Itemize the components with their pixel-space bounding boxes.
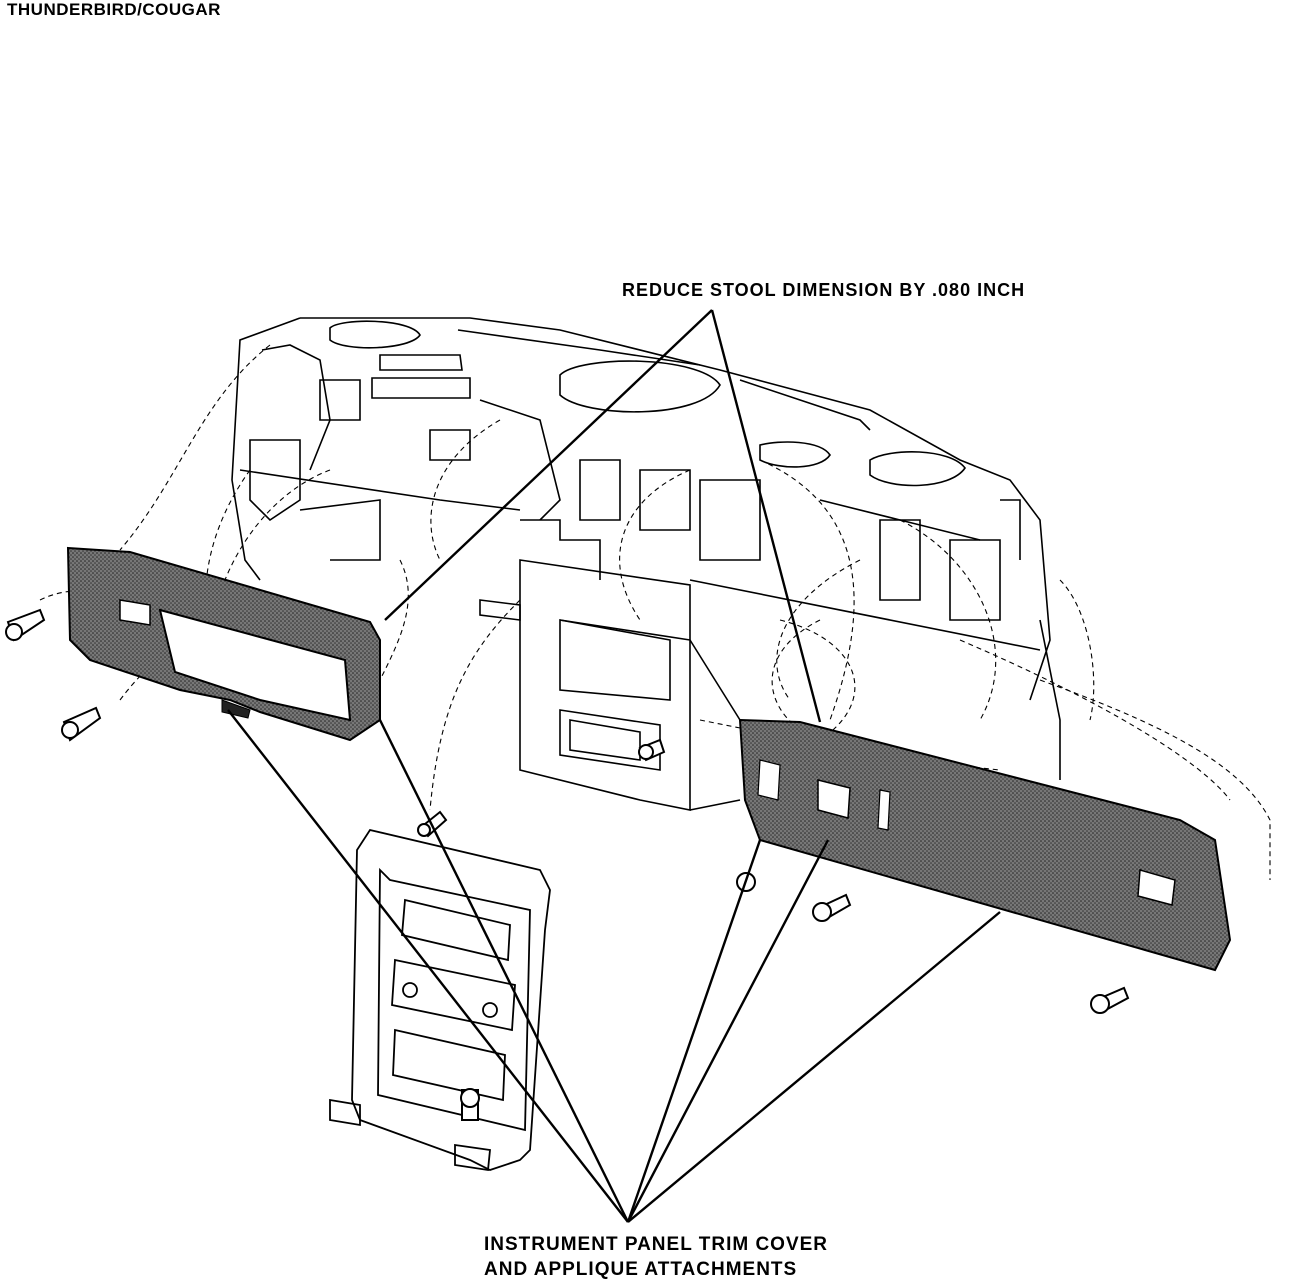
- screw-right-3: [1090, 986, 1130, 1014]
- screw-left-lower: [61, 706, 102, 742]
- screw-right-2: [812, 893, 852, 922]
- trim-cover-callout-line1: INSTRUMENT PANEL TRIM COVER: [484, 1234, 829, 1255]
- dashboard-frame: [231, 317, 1061, 811]
- leader-lines: [227, 309, 1001, 1223]
- stool-dimension-callout: REDUCE STOOL DIMENSION BY .080 INCH: [622, 280, 1026, 300]
- screw-radio-bottom: [460, 1088, 480, 1121]
- screw-left-upper: [5, 608, 46, 642]
- trim-cover-callout-line2: AND APPLIQUE ATTACHMENTS: [484, 1259, 798, 1280]
- page-title: THUNDERBIRD/COUGAR: [7, 0, 221, 19]
- screw-radio-top: [417, 810, 448, 838]
- screw-center: [638, 738, 666, 762]
- radio-applique: [329, 828, 551, 1172]
- left-cluster-trim-cover: [66, 546, 381, 742]
- right-trim-cover: [738, 718, 1232, 972]
- screws: [5, 608, 1130, 1121]
